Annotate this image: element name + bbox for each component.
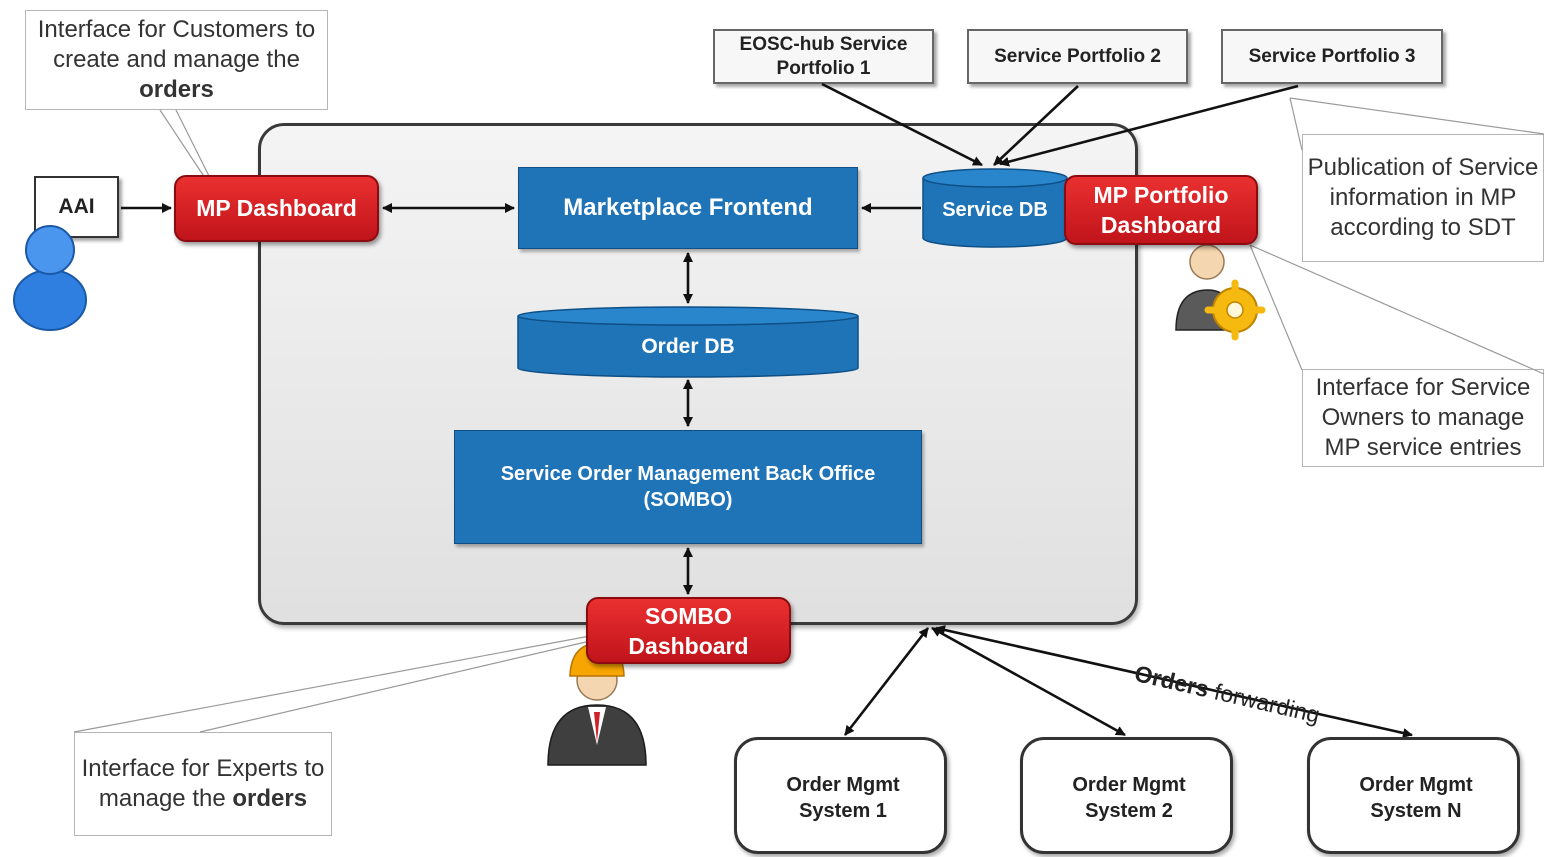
service-owner-icon xyxy=(1175,244,1266,341)
order-system-1-label: Order Mgmt System 1 xyxy=(786,774,900,822)
expert-icon xyxy=(547,642,647,766)
aai-label: AAI xyxy=(58,195,95,218)
order-system-n: Order Mgmt System N xyxy=(1307,737,1520,854)
callout-pointers xyxy=(73,97,1545,733)
mp-portfolio-dashboard: MP Portfolio Dashboard xyxy=(1064,175,1258,245)
experts-callout-text: Interface for Experts to manage the xyxy=(81,755,325,812)
mp-dashboard: MP Dashboard xyxy=(174,175,379,242)
customers-callout-bold: orders xyxy=(139,76,214,103)
arrows xyxy=(121,82,1413,738)
order-db-cylinder xyxy=(517,306,859,378)
sombo-dashboard-label: SOMBO Dashboard xyxy=(628,602,749,659)
publication-callout: Publication of Service information in MP… xyxy=(1302,134,1544,262)
portfolio-1-box: EOSC-hub Service Portfolio 1 xyxy=(713,29,934,84)
order-db-label: Order DB xyxy=(641,335,735,358)
marketplace-frontend-label: Marketplace Frontend xyxy=(563,194,813,221)
portfolio-3-label: Service Portfolio 3 xyxy=(1248,45,1416,67)
portfolio-3-box: Service Portfolio 3 xyxy=(1221,29,1443,84)
order-system-2: Order Mgmt System 2 xyxy=(1020,737,1233,854)
order-system-n-label: Order Mgmt System N xyxy=(1359,774,1473,822)
publication-callout-text: Publication of Service information in MP… xyxy=(1307,154,1539,241)
service-db-label: Service DB xyxy=(942,199,1048,221)
sombo-dashboard: SOMBO Dashboard xyxy=(586,597,791,664)
mp-portfolio-dashboard-label: MP Portfolio Dashboard xyxy=(1093,182,1229,238)
order-system-1: Order Mgmt System 1 xyxy=(734,737,947,854)
mp-dashboard-label: MP Dashboard xyxy=(196,195,357,221)
portfolio-2-box: Service Portfolio 2 xyxy=(967,29,1188,84)
customers-callout-text: Interface for Customers to create and ma… xyxy=(37,16,316,73)
customer-person-icon xyxy=(13,225,87,331)
portfolio-1-label: EOSC-hub Service Portfolio 1 xyxy=(739,33,908,79)
owners-callout-text: Interface for Service Owners to manage M… xyxy=(1315,374,1531,461)
portfolio-2-label: Service Portfolio 2 xyxy=(994,45,1161,67)
experts-callout-bold: orders xyxy=(232,785,308,812)
sombo-back-office-label: Service Order Management Back Office (SO… xyxy=(500,463,876,511)
experts-callout: Interface for Experts to manage the orde… xyxy=(74,732,332,836)
owners-callout: Interface for Service Owners to manage M… xyxy=(1302,369,1544,467)
customers-callout: Interface for Customers to create and ma… xyxy=(25,10,328,110)
order-system-2-label: Order Mgmt System 2 xyxy=(1072,774,1186,822)
marketplace-frontend: Marketplace Frontend xyxy=(518,167,858,249)
sombo-back-office: Service Order Management Back Office (SO… xyxy=(454,430,922,544)
